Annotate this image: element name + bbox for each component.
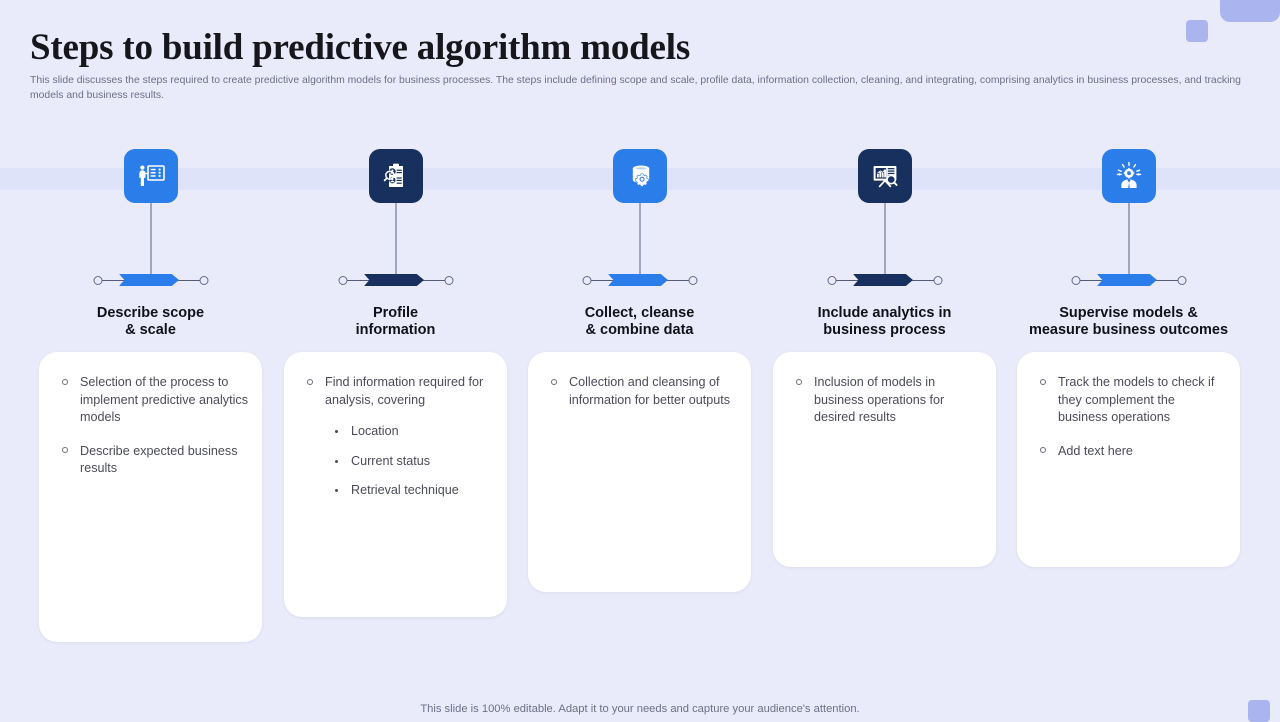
- page-subtitle: This slide discusses the steps required …: [30, 75, 1241, 101]
- step-card: Inclusion of models in business operatio…: [773, 352, 996, 567]
- step-title-line1: Supervise models &: [1059, 305, 1198, 321]
- presenter-board-icon: [123, 149, 178, 203]
- footer-note: This slide is 100% editable. Adapt it to…: [420, 703, 860, 715]
- list-item-text: Add text here: [1058, 443, 1133, 458]
- list-item: Describe expected business results: [53, 443, 248, 478]
- step-card: Selection of the process to implement pr…: [39, 352, 262, 642]
- page-title: Steps to build predictive algorithm mode…: [30, 27, 691, 68]
- connector-line: [150, 203, 151, 280]
- slider-knob-left[interactable]: [582, 275, 591, 285]
- list-item-text: Track the models to check if they comple…: [1058, 375, 1215, 425]
- steps-container: Describe scope & scale Selection of the …: [0, 140, 1280, 660]
- list-item: Selection of the process to implement pr…: [53, 374, 248, 427]
- slider-knob-left[interactable]: [827, 275, 836, 285]
- list-item: Collection and cleansing of information …: [542, 374, 737, 409]
- database-gear-icon: [612, 149, 667, 203]
- bullet-marker-icon: [307, 378, 313, 385]
- step-title: Include analytics in business process: [762, 305, 1007, 339]
- progress-slider[interactable]: [582, 272, 697, 288]
- progress-slider[interactable]: [827, 272, 942, 288]
- connector-line: [395, 203, 396, 280]
- list-item: Current status: [325, 453, 493, 471]
- step-card: Track the models to check if they comple…: [1017, 352, 1240, 567]
- step-title-line2: & combine data: [585, 322, 694, 338]
- step-column-1: Describe scope & scale Selection of the …: [28, 140, 273, 660]
- bullet-marker-icon: [551, 378, 557, 385]
- connector-line: [1128, 203, 1129, 280]
- step-title: Describe scope & scale: [28, 305, 273, 339]
- slider-knob-left[interactable]: [93, 275, 102, 285]
- slider-knob-left[interactable]: [338, 275, 347, 285]
- slider-knob-right[interactable]: [444, 275, 453, 285]
- sub-bullet-marker-icon: [335, 489, 338, 493]
- list-item-text: Current status: [351, 453, 431, 468]
- step-card: Find information required for analysis, …: [284, 352, 507, 617]
- bullet-marker-icon: [1040, 378, 1046, 385]
- step-title: Collect, cleanse & combine data: [517, 305, 762, 339]
- list-item: Retrieval technique: [325, 482, 493, 500]
- list-item-text: Inclusion of models in business operatio…: [814, 375, 945, 425]
- sub-bullet-marker-icon: [335, 430, 338, 434]
- slider-bar[interactable]: [119, 274, 179, 286]
- slider-bar[interactable]: [853, 274, 913, 286]
- slider-bar[interactable]: [364, 274, 424, 286]
- bullet-marker-icon: [62, 378, 68, 385]
- list-item-text: Selection of the process to implement pr…: [80, 375, 248, 425]
- bullet-list: Selection of the process to implement pr…: [53, 374, 248, 478]
- slider-knob-right[interactable]: [933, 275, 942, 285]
- decorative-square-bottom-right: [1248, 700, 1270, 722]
- list-item: Add text here: [1031, 443, 1226, 461]
- progress-slider[interactable]: [338, 272, 453, 288]
- connector-line: [639, 203, 640, 280]
- list-item: Track the models to check if they comple…: [1031, 374, 1226, 427]
- bullet-marker-icon: [1040, 447, 1046, 454]
- slider-bar[interactable]: [1097, 274, 1157, 286]
- list-item-text: Find information required for analysis, …: [325, 375, 484, 407]
- step-title: Profile information: [273, 305, 518, 339]
- person-gear-idea-icon: [1101, 149, 1156, 203]
- progress-slider[interactable]: [1071, 272, 1186, 288]
- sub-bullet-marker-icon: [335, 459, 338, 463]
- step-title-line2: measure business outcomes: [1028, 322, 1229, 338]
- step-card: Collection and cleansing of information …: [528, 352, 751, 592]
- step-title-line1: Collect, cleanse: [584, 305, 695, 321]
- step-title-line1: Include analytics in: [817, 305, 952, 321]
- bullet-list: Find information required for analysis, …: [298, 374, 493, 500]
- slider-knob-right[interactable]: [688, 275, 697, 285]
- bullet-list: Track the models to check if they comple…: [1031, 374, 1226, 460]
- slider-knob-right[interactable]: [199, 275, 208, 285]
- bullet-list: Inclusion of models in business operatio…: [787, 374, 982, 427]
- slider-knob-left[interactable]: [1071, 275, 1080, 285]
- step-column-5: Supervise models & measure business outc…: [1006, 140, 1251, 660]
- decorative-square-top-right: [1186, 20, 1208, 42]
- step-title-line2: & scale: [125, 322, 176, 338]
- bullet-marker-icon: [62, 447, 68, 454]
- analytics-board-search-icon: [857, 149, 912, 203]
- slider-bar[interactable]: [608, 274, 668, 286]
- list-item-text: Retrieval technique: [351, 483, 459, 498]
- bullet-marker-icon: [796, 378, 802, 385]
- profile-clipboard-search-icon: [368, 149, 423, 203]
- step-column-2: Profile information Find information req…: [273, 140, 518, 660]
- list-item: Inclusion of models in business operatio…: [787, 374, 982, 427]
- decorative-block-top-right: [1220, 0, 1280, 22]
- slider-knob-right[interactable]: [1177, 275, 1186, 285]
- list-item-text: Collection and cleansing of information …: [569, 375, 731, 407]
- step-title-line1: Profile: [372, 305, 419, 321]
- list-item-text: Describe expected business results: [80, 443, 238, 476]
- sub-bullet-list: Location Current status Retrieval techni…: [325, 423, 493, 500]
- step-title-line2: business process: [823, 322, 946, 338]
- step-column-4: Include analytics in business process In…: [762, 140, 1007, 660]
- bullet-list: Collection and cleansing of information …: [542, 374, 737, 409]
- list-item: Location: [325, 423, 493, 441]
- list-item-text: Location: [351, 424, 399, 439]
- step-column-3: Collect, cleanse & combine data Collecti…: [517, 140, 762, 660]
- step-title-line1: Describe scope: [96, 305, 205, 321]
- progress-slider[interactable]: [93, 272, 208, 288]
- list-item: Find information required for analysis, …: [298, 374, 493, 500]
- step-title-line2: information: [355, 322, 436, 338]
- step-title: Supervise models & measure business outc…: [1006, 305, 1251, 339]
- connector-line: [884, 203, 885, 280]
